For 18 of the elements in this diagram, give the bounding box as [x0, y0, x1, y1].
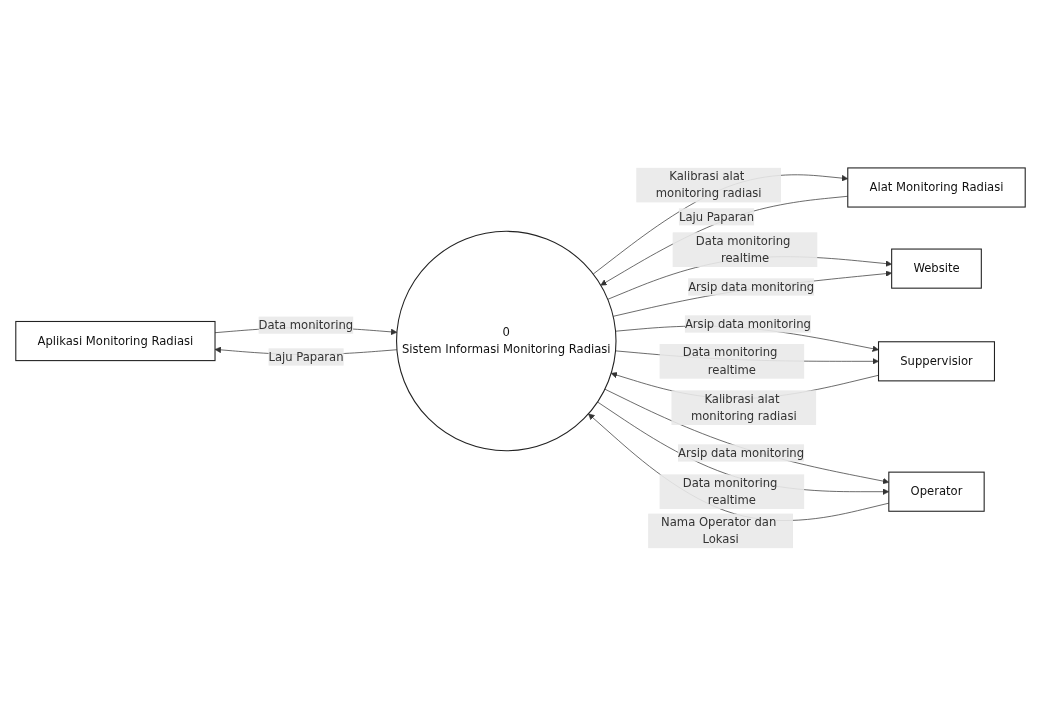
node-box: Website	[891, 248, 982, 289]
edge-label: Nama Operator dan Lokasi	[661, 514, 777, 547]
edge-label: Laju Paparan	[678, 209, 754, 224]
node-circle: 0 Sistem Informasi Monitoring Radiasi	[396, 230, 617, 452]
edge-label: Data monitoring realtime	[682, 345, 778, 377]
edge-label: Data monitoring realtime	[695, 233, 791, 265]
node-box: Aplikasi Monitoring Radiasi	[15, 320, 216, 362]
node-box: Alat Monitoring Radiasi	[847, 167, 1026, 208]
edge-label: Arsip data monitoring	[678, 445, 805, 460]
edge-label: Kalibrasi alat monitoring radiasi	[690, 391, 797, 423]
node-box: Operator	[888, 471, 985, 512]
edge-label: Arsip data monitoring	[684, 316, 811, 331]
node-box: Suppervisior	[877, 341, 995, 382]
edge-label: Laju Paparan	[268, 349, 344, 364]
edge-label: Arsip data monitoring	[688, 279, 815, 294]
edge-label: Data monitoring realtime	[682, 475, 778, 507]
edge-label: Data monitoring	[258, 317, 354, 332]
edge-label: Kalibrasi alat monitoring radiasi	[655, 169, 762, 201]
